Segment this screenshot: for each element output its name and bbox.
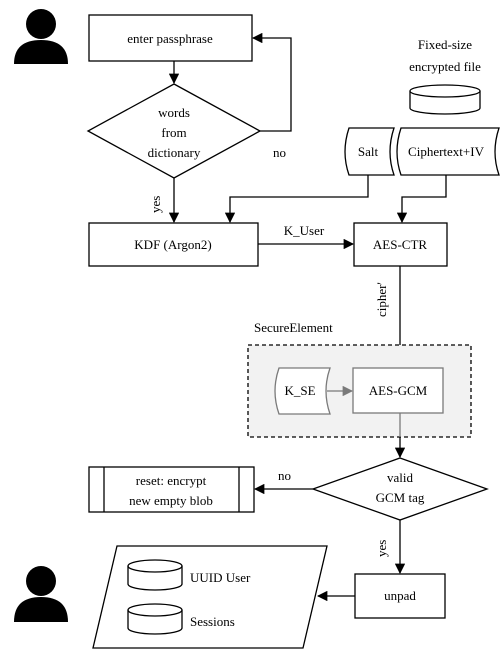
user-icon [14,566,68,622]
salt-data: Salt [344,127,395,176]
storage-parallelogram [92,545,328,649]
svg-text:KDF (Argon2): KDF (Argon2) [134,237,211,252]
svg-text:Sessions: Sessions [190,614,235,629]
svg-text:valid: valid [387,470,413,485]
secure-element-label: SecureElement [254,320,333,335]
edge-ciphertext-to-aesctr [396,175,447,224]
svg-text:Ciphertext+IV: Ciphertext+IV [408,144,485,159]
svg-text:GCM tag: GCM tag [376,490,425,505]
svg-text:unpad: unpad [384,588,416,603]
reset-process-box: reset: encrypt new empty blob [88,466,255,513]
edge-label-cipher: cipher' [374,282,389,317]
file-label-line1: Fixed-size [418,37,472,52]
svg-text:new empty blob: new empty blob [129,493,213,508]
encrypted-file-cylinder [409,84,481,115]
svg-text:words: words [158,105,190,120]
aes-gcm-box: AES-GCM [352,367,444,414]
svg-text:reset: encrypt: reset: encrypt [136,473,207,488]
dictionary-check-decision: words from dictionary [86,83,262,179]
unpad-box: unpad [354,573,446,619]
edge-label-yes-bottom: yes [374,540,389,557]
svg-text:enter passphrase: enter passphrase [127,31,213,46]
edge-label-kuser: K_User [284,223,325,238]
kse-data: K_SE [274,367,331,415]
svg-text:from: from [161,125,186,140]
kdf-box: KDF (Argon2) [88,222,259,267]
aes-ctr-box: AES-CTR [353,222,448,267]
sessions-db: Sessions [127,603,235,635]
svg-text:dictionary: dictionary [148,145,201,160]
edge-label-yes: yes [148,196,163,213]
enter-passphrase-box: enter passphrase [88,14,253,62]
uuid-user-db: UUID User [127,559,251,591]
ciphertext-iv-data: Ciphertext+IV [396,127,500,176]
svg-text:AES-CTR: AES-CTR [373,237,428,252]
edge-salt-to-kdf [224,175,369,224]
edge-label-no: no [273,145,286,160]
svg-text:AES-GCM: AES-GCM [369,383,428,398]
gcm-tag-decision: valid GCM tag [311,457,489,521]
edge-no-loop [251,32,292,132]
edge-label-no-bottom: no [278,468,291,483]
svg-text:Salt: Salt [358,144,379,159]
svg-text:UUID User: UUID User [190,570,251,585]
svg-text:K_SE: K_SE [284,383,315,398]
user-icon [14,9,68,64]
file-label-line2: encrypted file [409,59,481,74]
